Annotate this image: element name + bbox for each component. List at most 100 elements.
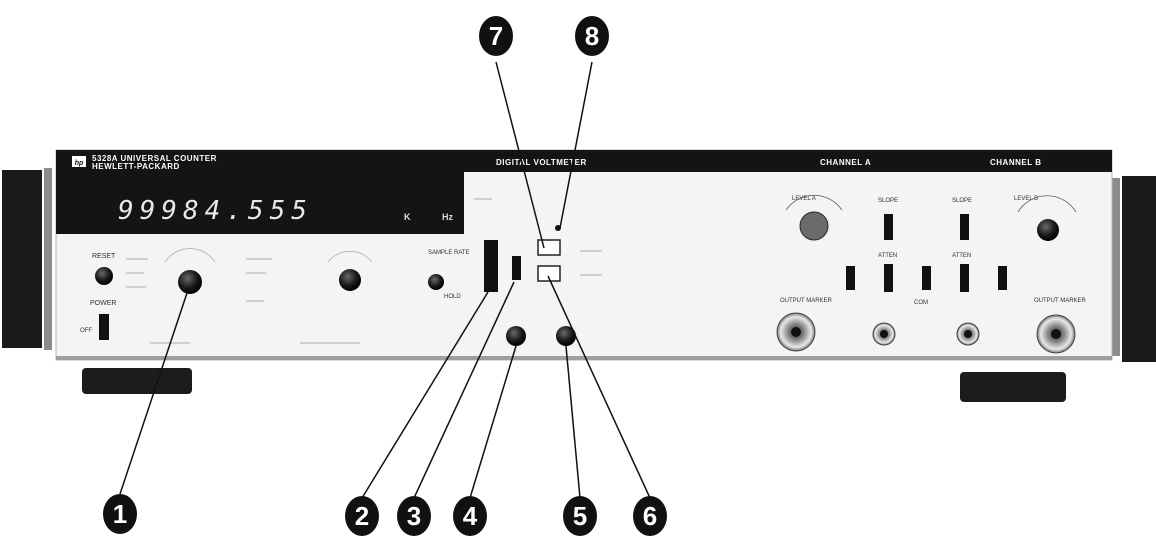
hp-logo-icon bbox=[72, 156, 86, 167]
callout-number: 8 bbox=[585, 21, 599, 51]
callout-badge bbox=[563, 496, 597, 536]
callout-number: 6 bbox=[643, 501, 657, 531]
slope-a-label: SLOPE bbox=[878, 198, 898, 204]
function-dial-scale bbox=[164, 248, 216, 263]
maker-label: HEWLETT-PACKARD bbox=[92, 162, 180, 171]
callout-number: 4 bbox=[463, 501, 478, 531]
power-label: POWER bbox=[90, 300, 116, 307]
atten-b-label: ATTEN bbox=[952, 253, 971, 259]
separate-common-switch[interactable] bbox=[922, 266, 931, 290]
display-unit: Hz bbox=[442, 212, 453, 222]
leader-line-1 bbox=[119, 289, 189, 495]
level-b-dial-scale bbox=[1017, 195, 1077, 213]
silkscreen-mark bbox=[246, 300, 264, 302]
leader-line-3 bbox=[413, 281, 515, 499]
function-knob[interactable] bbox=[178, 270, 202, 294]
power-switch[interactable] bbox=[99, 314, 109, 340]
dvm-bottom-pushbutton[interactable] bbox=[537, 265, 561, 282]
reset-button[interactable] bbox=[95, 267, 113, 285]
section-dvm-label: DIGITAL VOLTMETER bbox=[496, 158, 587, 167]
left-foot bbox=[82, 368, 192, 394]
silkscreen-mark bbox=[580, 274, 602, 276]
dvm-function-switch[interactable] bbox=[512, 256, 521, 280]
silkscreen-mark bbox=[126, 258, 148, 260]
callout-number: 7 bbox=[489, 21, 503, 51]
atten-b-switch[interactable] bbox=[960, 264, 969, 292]
output-marker-a-connector-pin bbox=[791, 327, 801, 337]
level-b-knob[interactable] bbox=[1037, 219, 1059, 241]
callout-badge bbox=[479, 16, 513, 56]
dvm-input-jack-right[interactable] bbox=[556, 326, 576, 346]
callout-number: 3 bbox=[407, 501, 421, 531]
callout-5: 5 bbox=[563, 496, 597, 536]
level-b-label: LEVEL B bbox=[1014, 196, 1038, 202]
hp-logo-mark: hp bbox=[75, 160, 84, 167]
reset-label: RESET bbox=[92, 253, 116, 260]
slope-b-label: SLOPE bbox=[952, 198, 972, 204]
section-channel-a-label: CHANNEL A bbox=[820, 158, 871, 167]
leader-line-4 bbox=[469, 345, 517, 499]
callout-number: 5 bbox=[573, 501, 587, 531]
slope-a-switch[interactable] bbox=[884, 214, 893, 240]
channel-controls: LEVEL A LEVEL B SLOPE SLOPE ATTEN ATTEN … bbox=[776, 194, 1087, 354]
leader-line-8 bbox=[559, 61, 593, 229]
channel-b-input-connector-pin bbox=[964, 330, 972, 338]
output-marker-a-label: OUTPUT MARKER bbox=[780, 298, 833, 304]
brand-label: 5328A UNIVERSAL COUNTER bbox=[92, 154, 217, 163]
level-a-knob[interactable] bbox=[799, 211, 829, 241]
dvm-top-pushbutton[interactable] bbox=[537, 239, 561, 256]
atten-a-label: ATTEN bbox=[878, 253, 897, 259]
slope-b-switch[interactable] bbox=[960, 214, 969, 240]
section-channel-b-label: CHANNEL B bbox=[990, 158, 1041, 167]
sample-rate-knob[interactable] bbox=[428, 274, 444, 290]
level-a-dial-scale bbox=[785, 194, 843, 211]
dvm-indicator-led bbox=[555, 225, 561, 231]
output-marker-b-connector-pin bbox=[1051, 329, 1061, 339]
leader-line-7 bbox=[495, 61, 545, 249]
silkscreen-mark bbox=[126, 286, 146, 288]
silkscreen-mark bbox=[126, 272, 144, 274]
silkscreen-mark bbox=[474, 198, 492, 200]
silkscreen-mark bbox=[246, 272, 266, 274]
left-controls: RESET POWER OFF SAMPLE RATE HOLD bbox=[80, 248, 470, 344]
callout-2: 2 bbox=[345, 496, 379, 536]
leader-line-2 bbox=[361, 291, 489, 499]
callout-7: 7 bbox=[479, 16, 513, 56]
leader-line-6 bbox=[547, 275, 651, 499]
display-unit-prefix: K bbox=[404, 212, 411, 222]
display-reading: 99984.555 bbox=[118, 196, 313, 226]
callout-badge bbox=[575, 16, 609, 56]
callout-1: 1 bbox=[103, 494, 137, 534]
atten-a-switch[interactable] bbox=[884, 264, 893, 292]
callout-badge bbox=[453, 496, 487, 536]
callout-8: 8 bbox=[575, 16, 609, 56]
callout-badge bbox=[397, 496, 431, 536]
leader-lines bbox=[119, 61, 651, 499]
dvm-range-switch[interactable] bbox=[484, 240, 498, 292]
left-handle bbox=[2, 168, 52, 350]
silkscreen-mark bbox=[246, 258, 272, 260]
level-a-label: LEVEL A bbox=[792, 196, 816, 202]
silkscreen-mark bbox=[300, 342, 360, 344]
time-base-knob[interactable] bbox=[339, 269, 361, 291]
channel-b-coupling-switch[interactable] bbox=[998, 266, 1007, 290]
channel-a-input-connector-pin bbox=[880, 330, 888, 338]
hold-label: HOLD bbox=[444, 294, 461, 300]
callout-4: 4 bbox=[453, 496, 487, 536]
callout-number: 1 bbox=[113, 499, 127, 529]
right-foot bbox=[960, 372, 1066, 402]
output-marker-b-label: OUTPUT MARKER bbox=[1034, 298, 1087, 304]
callout-3: 3 bbox=[397, 496, 431, 536]
dvm-input-jack-left[interactable] bbox=[506, 326, 526, 346]
header-strip: hp 5328A UNIVERSAL COUNTER HEWLETT-PACKA… bbox=[56, 150, 1112, 172]
callout-6: 6 bbox=[633, 496, 667, 536]
off-label: OFF bbox=[80, 328, 92, 334]
feet bbox=[82, 368, 1066, 402]
display-window: 99984.555 K Hz bbox=[56, 172, 464, 234]
callout-badge bbox=[103, 494, 137, 534]
silkscreen-mark bbox=[580, 250, 602, 252]
callout-badge bbox=[345, 496, 379, 536]
com-label: COM bbox=[914, 300, 928, 306]
channel-a-coupling-switch[interactable] bbox=[846, 266, 855, 290]
right-handle bbox=[1112, 176, 1156, 362]
